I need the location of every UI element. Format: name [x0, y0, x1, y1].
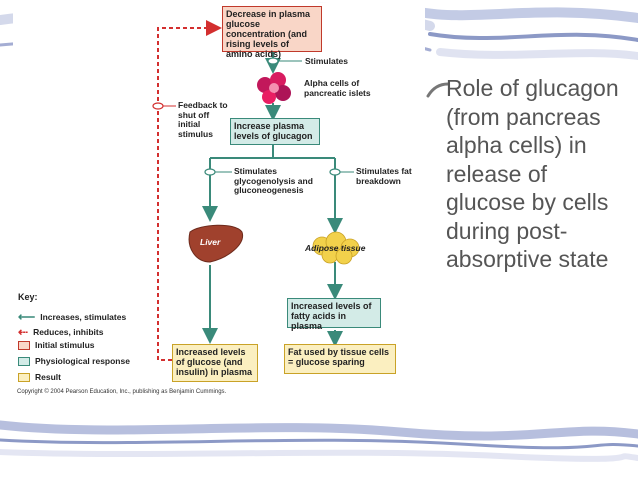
glucagon-diagram — [13, 3, 425, 400]
bullet-text: Role of glucagon (from pancreas alpha ce… — [446, 75, 619, 272]
key-label: Result — [35, 372, 61, 382]
red-arrow-icon: ⇠ — [18, 325, 29, 339]
copyright: Copyright © 2004 Pearson Education, Inc.… — [17, 389, 227, 395]
fat-used-box: Fat used by tissue cells = glucose spari… — [284, 344, 396, 374]
fatty-acids-box: Increased levels of fatty acids in plasm… — [287, 298, 381, 331]
physio-swatch — [18, 356, 30, 366]
liver-icon — [188, 224, 244, 263]
stimulates-label: Stimulates — [305, 56, 348, 66]
alpha-cells-label: Alpha cells of pancreatic islets — [304, 78, 371, 98]
bullet-icon — [426, 82, 450, 98]
stimulates-glycogenolysis-label: Stimulates glycogenolysis and gluconeoge… — [234, 166, 313, 195]
increase-glucagon-box: Increase plasma levels of glucagon — [230, 118, 320, 145]
alpha-cells-icon — [257, 72, 291, 104]
key-item-physio: Physiological response — [18, 356, 130, 366]
key-item-result: Result — [18, 372, 61, 382]
stimulates-fat-breakdown-label: Stimulates fat breakdown — [356, 166, 412, 186]
initial-swatch — [18, 340, 30, 350]
key-label: Reduces, inhibits — [33, 327, 104, 337]
feedback-label: Feedback to shut off initial stimulus — [178, 100, 228, 139]
key-item-initial: Initial stimulus — [18, 340, 95, 350]
result-swatch — [18, 372, 30, 382]
adipose-icon — [312, 231, 360, 265]
key-item-reduces: ⇠ Reduces, inhibits — [18, 325, 103, 339]
key-label: Initial stimulus — [35, 340, 95, 350]
key-label: Physiological response — [35, 356, 130, 366]
liver-label: Liver — [200, 237, 221, 247]
adipose-label: Adipose tissue — [305, 243, 366, 253]
key-title: Key: — [18, 292, 38, 302]
green-arrow-icon: ⟵ — [18, 310, 36, 324]
initial-stimulus-box: Decrease in plasma glucose concentration… — [222, 6, 322, 59]
key-label: Increases, stimulates — [40, 312, 127, 322]
key-item-increases: ⟵ Increases, stimulates — [18, 310, 126, 324]
result-glucose-box: Increased levels of glucose (and insulin… — [172, 344, 258, 382]
